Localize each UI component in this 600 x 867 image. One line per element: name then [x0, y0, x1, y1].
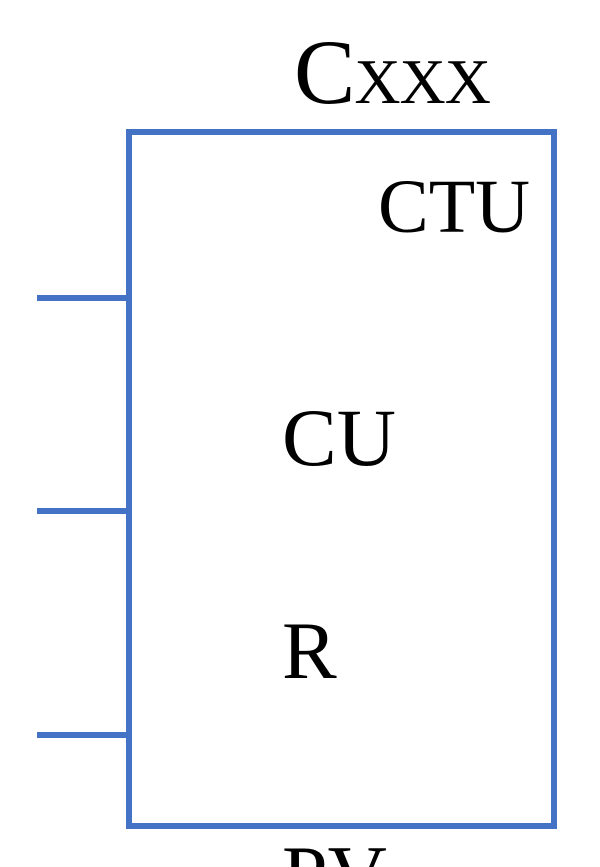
block-instance-name: Cxxx — [293, 21, 491, 123]
block-type-label: CTU — [378, 165, 530, 249]
input-pin-label-pv: PV — [282, 834, 387, 867]
input-wire-r[interactable] — [37, 508, 132, 514]
function-block-body[interactable]: CTU CU R PV — [126, 129, 557, 867]
input-pin-label-cu: CU — [282, 392, 396, 483]
input-wire-pv[interactable] — [37, 732, 132, 738]
input-pin-label-r: R — [282, 605, 337, 696]
input-wire-cu[interactable] — [37, 295, 132, 301]
